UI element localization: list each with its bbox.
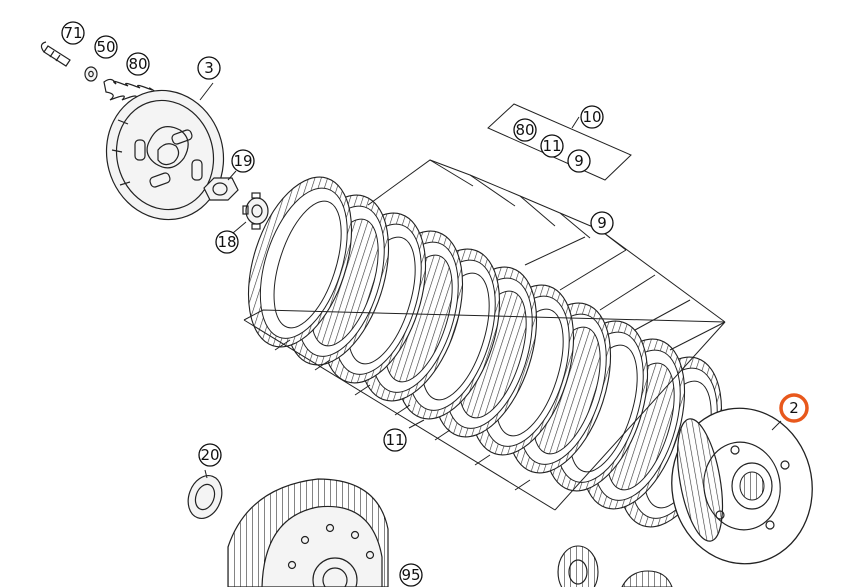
- callout-80-kit[interactable]: 80: [513, 118, 537, 142]
- callout-9-text: 9: [597, 214, 607, 232]
- callout-9-kit[interactable]: 9: [567, 149, 591, 173]
- callout-9-kit-text: 9: [574, 152, 584, 170]
- callout-3[interactable]: 3: [197, 56, 221, 80]
- callout-10[interactable]: 10: [580, 105, 604, 129]
- outer-basket-part[interactable]: [227, 478, 389, 587]
- callout-20[interactable]: 20: [198, 443, 222, 467]
- callout-2[interactable]: 2: [779, 393, 809, 423]
- callout-71-text: 71: [63, 24, 82, 42]
- leader-lines: [199, 82, 782, 511]
- callout-11-kit[interactable]: 11: [540, 134, 564, 158]
- gear-part[interactable]: [557, 545, 673, 587]
- callout-19[interactable]: 19: [231, 149, 255, 173]
- callout-19-text: 19: [233, 152, 252, 170]
- nut-part[interactable]: [203, 177, 239, 201]
- washer-part[interactable]: [84, 66, 98, 82]
- callout-20-text: 20: [200, 446, 219, 464]
- callout-50-text: 50: [96, 38, 115, 56]
- callout-80-kit-text: 80: [515, 121, 534, 139]
- lock-washer-part[interactable]: [242, 192, 269, 230]
- thrust-washer-part[interactable]: [182, 471, 227, 523]
- callout-9[interactable]: 9: [590, 211, 614, 235]
- callout-11-kit-text: 11: [542, 137, 561, 155]
- callout-10-text: 10: [582, 108, 601, 126]
- callout-11-text: 11: [385, 431, 404, 449]
- callout-50[interactable]: 50: [94, 35, 118, 59]
- callout-labels: 71 50 80 3 19 18 10 80 11 9 9 11 20 2 95: [61, 21, 809, 587]
- callout-11[interactable]: 11: [383, 428, 407, 452]
- callout-71[interactable]: 71: [61, 21, 85, 45]
- clutch-plate[interactable]: [229, 164, 371, 360]
- bolt-part[interactable]: [40, 41, 71, 67]
- callout-80[interactable]: 80: [126, 52, 150, 76]
- callout-95-text: 95: [401, 566, 420, 584]
- callout-2-text: 2: [789, 399, 799, 417]
- pressure-plate-part[interactable]: [92, 77, 238, 233]
- callout-80-text: 80: [128, 55, 147, 73]
- callout-18[interactable]: 18: [215, 230, 239, 254]
- callout-3-text: 3: [204, 59, 214, 77]
- callout-95[interactable]: 95: [399, 563, 423, 587]
- inner-hub-part[interactable]: [660, 397, 825, 575]
- callout-18-text: 18: [217, 233, 236, 251]
